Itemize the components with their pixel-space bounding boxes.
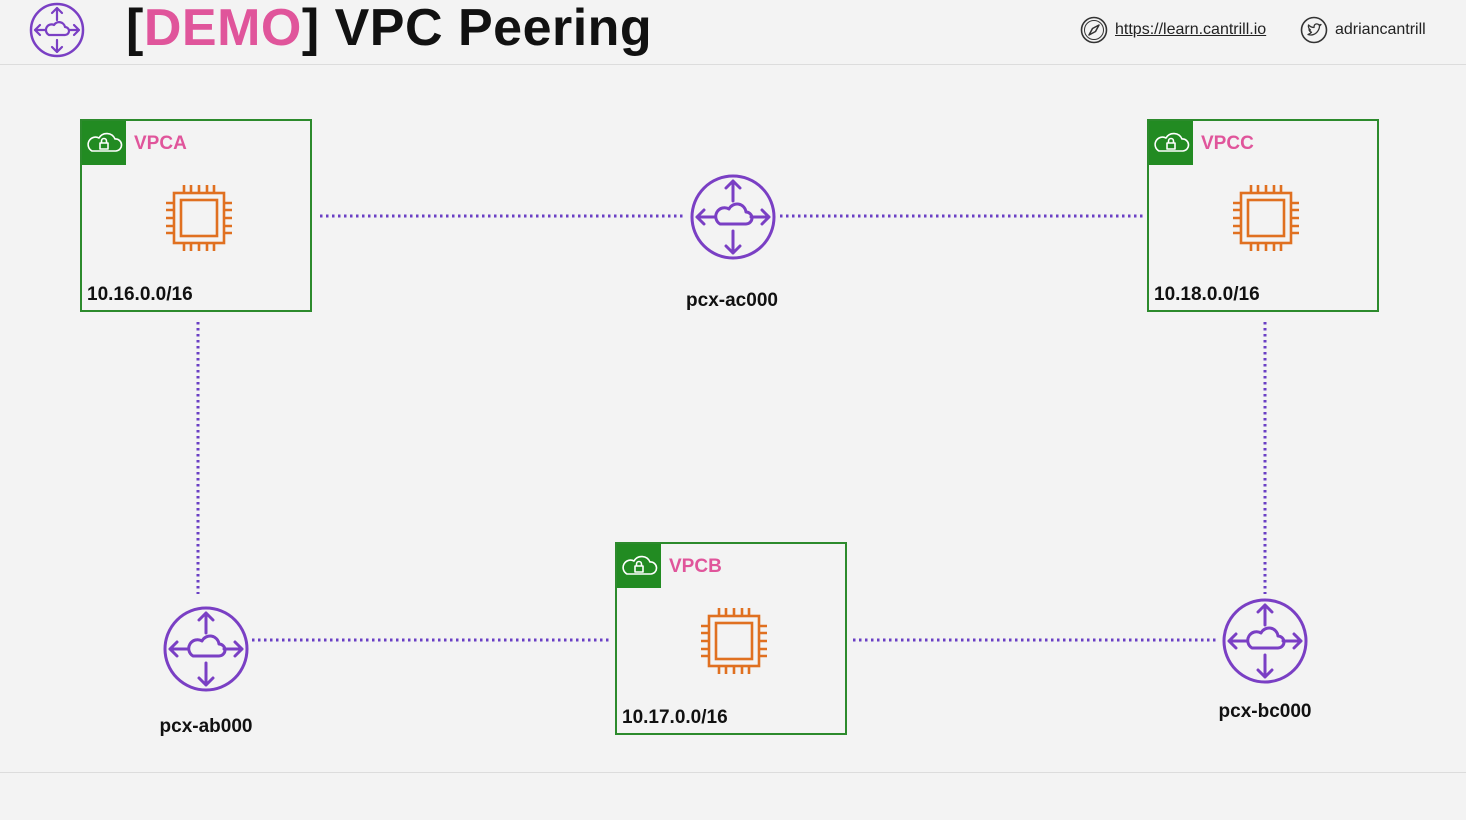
- ec2-instance-chip-icon: [1233, 185, 1299, 251]
- twitter-icon: [1300, 16, 1328, 44]
- compass-icon: [1080, 16, 1108, 44]
- vpc-name: VPCA: [134, 133, 187, 154]
- peering-connection-icon: [1222, 598, 1308, 684]
- vpc-box-vpcc: VPCC 10.18.0.0/16: [1147, 119, 1379, 312]
- vpc-cloud-lock-icon: [617, 544, 661, 588]
- peering-label-ac: pcx-ac000: [686, 290, 778, 311]
- vpc-cidr: 10.16.0.0/16: [87, 284, 193, 305]
- vpc-box-vpcb: VPCB 10.17.0.0/16: [615, 542, 847, 735]
- title-demo-tag: DEMO: [143, 0, 302, 57]
- peering-connection-icon: [163, 606, 249, 692]
- vpc-cidr: 10.17.0.0/16: [622, 707, 728, 728]
- vpc-cloud-lock-icon: [1149, 121, 1193, 165]
- header: [DEMO] VPC Peering https://learn.cantril…: [0, 0, 1466, 65]
- page-title: [DEMO] VPC Peering: [126, 0, 652, 60]
- ec2-instance-chip-icon: [701, 608, 767, 674]
- title-suffix: ] VPC Peering: [301, 0, 653, 57]
- vpc-name: VPCB: [669, 556, 722, 577]
- vpc-router-logo-icon: [29, 2, 85, 58]
- website-url[interactable]: https://learn.cantrill.io: [1115, 21, 1267, 38]
- vpc-box-vpca: VPCA 10.16.0.0/16: [80, 119, 312, 312]
- peering-label-bc: pcx-bc000: [1218, 701, 1312, 722]
- peering-label-ab: pcx-ab000: [159, 716, 253, 737]
- twitter-handle-text: adriancantrill: [1335, 21, 1426, 38]
- vpc-cidr: 10.18.0.0/16: [1154, 284, 1260, 305]
- website-link[interactable]: https://learn.cantrill.io: [1080, 15, 1266, 45]
- peering-connection-icon: [690, 174, 776, 260]
- footer-divider: [0, 772, 1466, 773]
- vpc-name: VPCC: [1201, 133, 1254, 154]
- twitter-handle[interactable]: adriancantrill: [1300, 15, 1426, 45]
- vpc-cloud-lock-icon: [82, 121, 126, 165]
- ec2-instance-chip-icon: [166, 185, 232, 251]
- title-prefix: [: [126, 0, 144, 57]
